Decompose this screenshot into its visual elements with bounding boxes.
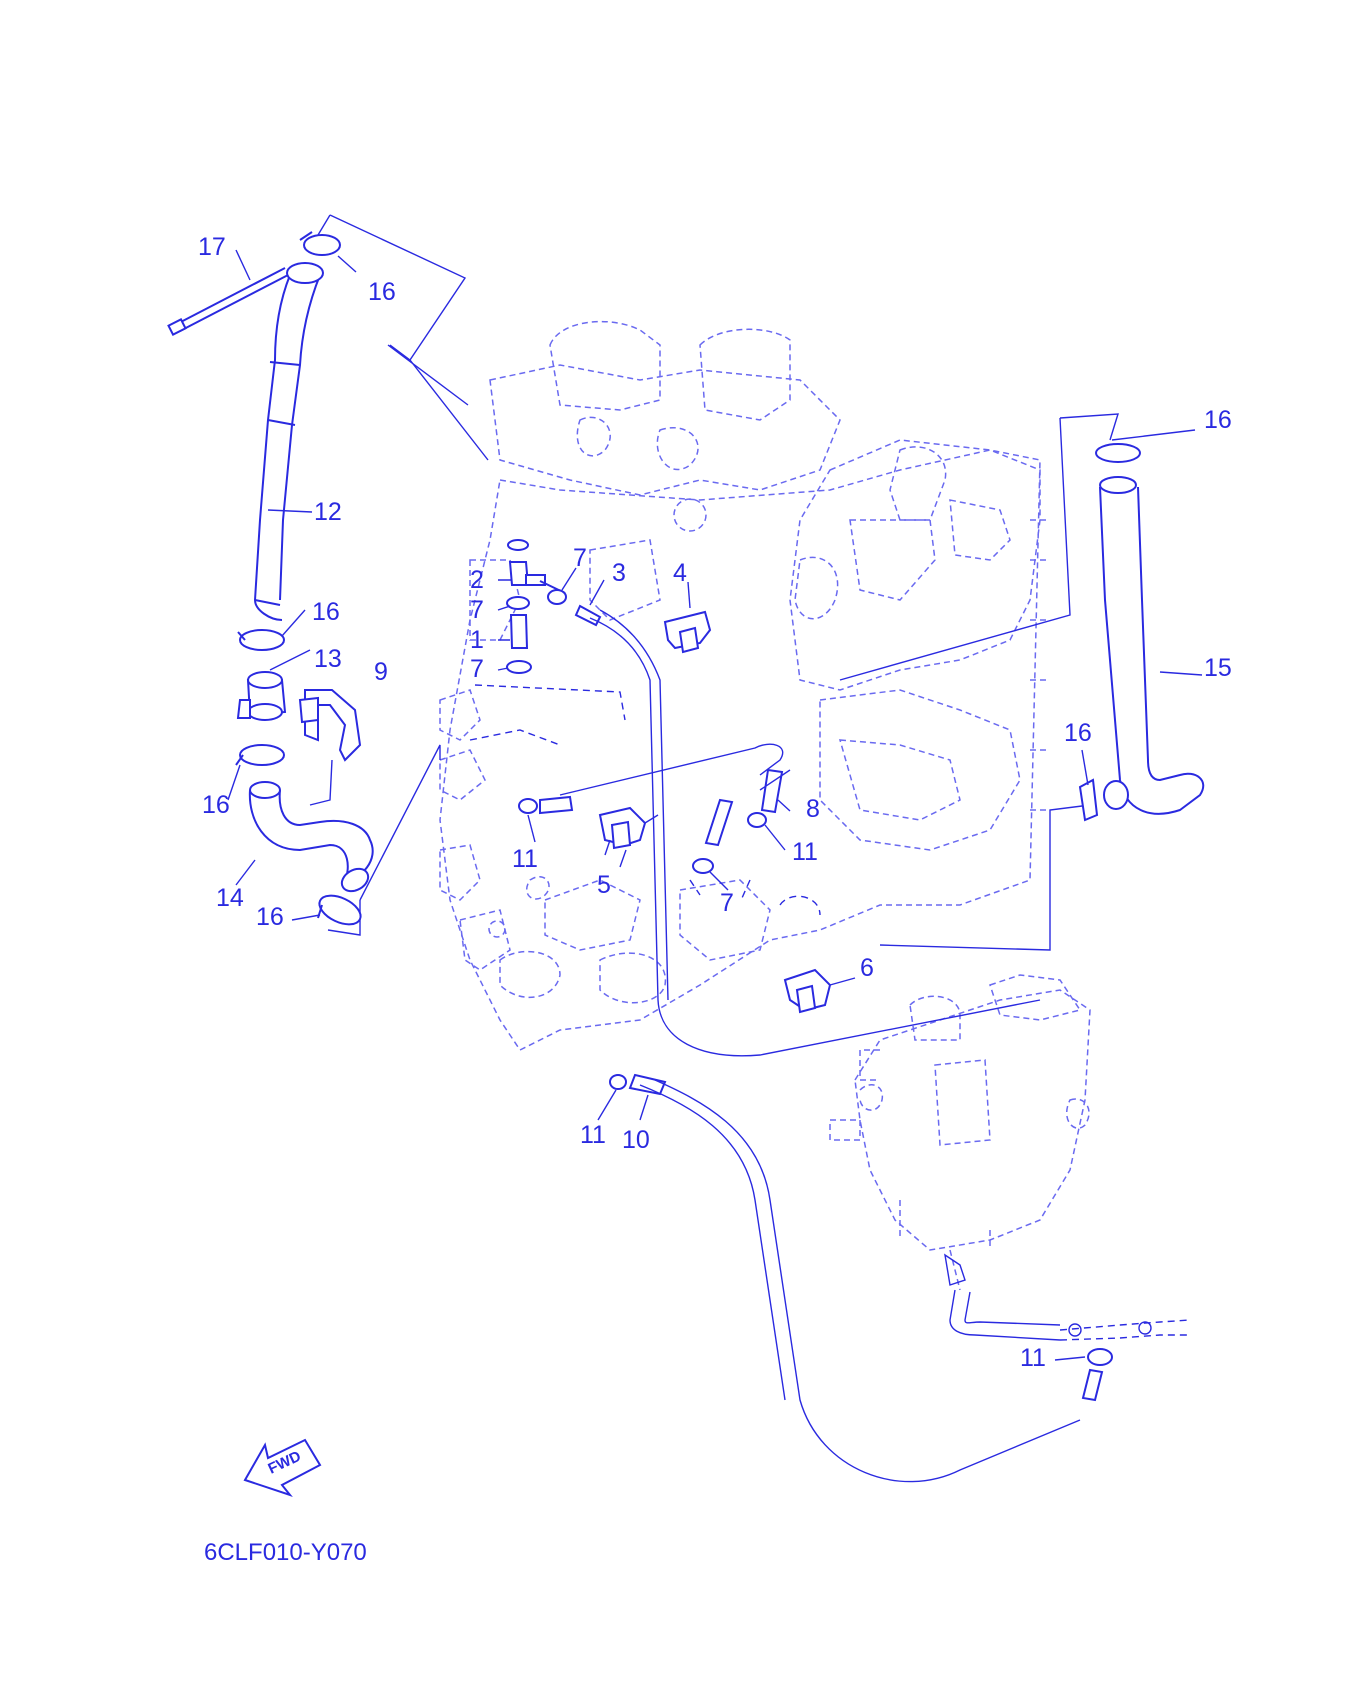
fwd-arrow-icon: FWD	[243, 1438, 322, 1498]
part-14-hose	[248, 781, 374, 893]
part-13-joint	[236, 649, 311, 721]
callout-1: 1	[470, 626, 484, 654]
callout-16-left-lower: 16	[202, 791, 230, 819]
callout-14: 14	[216, 884, 244, 912]
part-7-clamp-upper	[547, 589, 567, 605]
part-10-hose-end	[628, 1073, 667, 1096]
callout-3: 3	[612, 559, 626, 587]
part-3-hose-end	[574, 579, 605, 627]
part-7-clamp-lower	[689, 858, 751, 899]
callout-17: 17	[198, 233, 226, 261]
callout-16-right-top: 16	[1204, 406, 1232, 434]
part-5-holder	[598, 806, 659, 856]
callout-11-a: 11	[512, 845, 538, 873]
callout-7-c: 7	[573, 544, 587, 572]
callout-leaders	[227, 249, 1089, 1361]
callout-15: 15	[1204, 654, 1232, 682]
part-6-holder	[783, 968, 856, 1014]
part-4-holder	[663, 581, 712, 654]
part-16-clamp-lower	[235, 744, 362, 926]
callout-labels: 17 16 12 16 13 9 16 14 16 2 7 1 7 7 3 4 …	[198, 233, 1232, 1566]
callout-11-d: 11	[1020, 1344, 1046, 1372]
diagram-code: 6CLF010-Y070	[204, 1539, 367, 1566]
part-16-clamp-right	[1078, 778, 1129, 822]
callout-4: 4	[673, 559, 687, 587]
callout-13: 13	[314, 645, 342, 673]
callout-7-b: 7	[470, 655, 484, 683]
part-12-hose	[253, 262, 324, 621]
callout-16-bottom-left: 16	[256, 903, 284, 931]
part-16-clamp-mid	[237, 629, 285, 651]
callout-8: 8	[806, 795, 820, 823]
callout-12: 12	[314, 498, 342, 526]
part-8-hose	[704, 768, 784, 847]
callout-11-b: 11	[792, 838, 818, 866]
callout-5: 5	[597, 871, 611, 899]
callout-16-top: 16	[368, 278, 396, 306]
callout-7-a: 7	[470, 596, 484, 624]
part-9-bracket	[298, 689, 362, 762]
part-1-2-7-fittings	[506, 539, 566, 674]
callout-7-d: 7	[720, 889, 734, 917]
callout-16-right-mid: 16	[1064, 719, 1092, 747]
callout-9: 9	[374, 658, 388, 686]
callout-10: 10	[622, 1126, 650, 1154]
callout-6: 6	[860, 954, 874, 982]
fuel-filter-assembly	[829, 974, 1191, 1341]
part-17-cable-tie	[167, 267, 291, 336]
engine-block-outline	[439, 320, 1050, 1051]
part-15-hose	[1095, 443, 1205, 815]
part-11-clamps	[518, 795, 1113, 1402]
callout-2: 2	[470, 566, 484, 594]
part-16-clamp-top	[299, 231, 341, 256]
callout-16-left-mid: 16	[312, 598, 340, 626]
leader-lines	[267, 214, 1203, 1483]
callout-11-c: 11	[580, 1121, 606, 1149]
